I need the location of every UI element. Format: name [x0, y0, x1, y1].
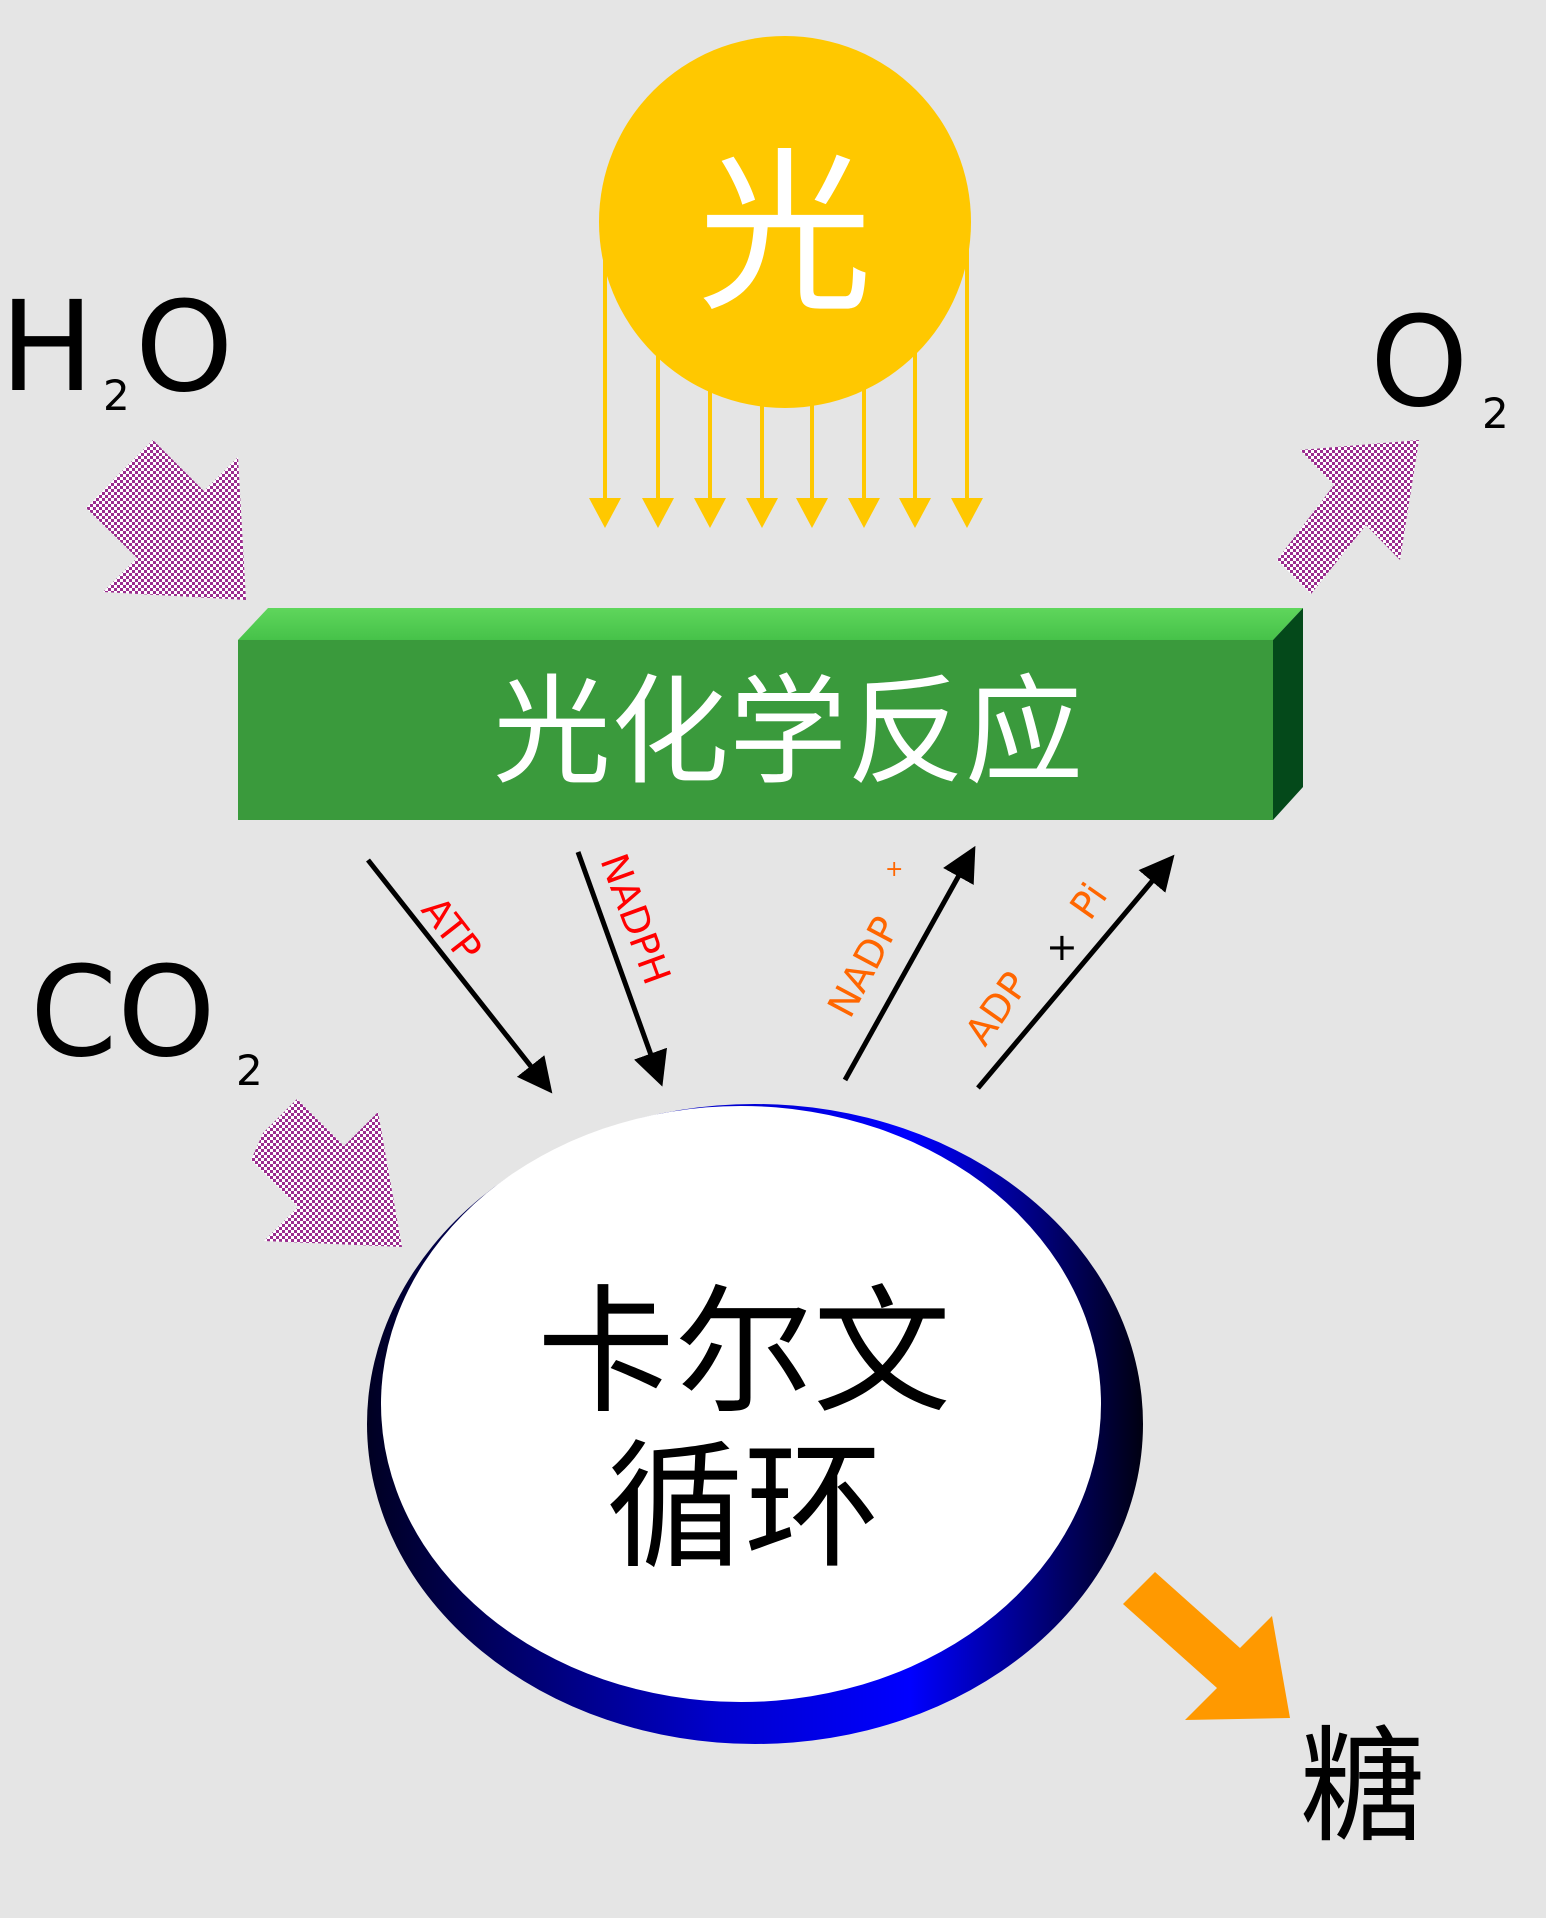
water-input-arrow [86, 440, 246, 600]
calvin-disc [381, 1106, 1101, 1702]
nadp-plus-arrow [842, 845, 976, 1082]
flow-arrows [366, 845, 1175, 1094]
nadp-plus-superscript: + [885, 857, 903, 882]
oxygen-output-arrow [1277, 440, 1419, 594]
water-label: H 2 O [0, 275, 233, 420]
sun-label: 光 [698, 134, 873, 337]
photochem-box-side [1273, 608, 1303, 820]
adp-label: ADP [956, 964, 1037, 1053]
oxygen-o: O [1370, 290, 1468, 435]
co2-subscript: 2 [236, 1046, 263, 1095]
water-subscript: 2 [103, 371, 130, 420]
adp-pi-arrow [976, 854, 1175, 1090]
sun-circle [599, 36, 971, 408]
sugar-output-arrow [1123, 1572, 1290, 1720]
co2-input-arrow [251, 1099, 402, 1247]
water-h: H [0, 275, 94, 420]
sugar-label: 糖 [1300, 1715, 1425, 1860]
adp-plus-sign: + [1046, 925, 1078, 969]
nadph-arrow [575, 851, 667, 1087]
atp-arrow [366, 858, 553, 1094]
atp-label: ATP [413, 888, 490, 970]
photochem-box: 光化学反应 [238, 608, 1303, 820]
calvin-label-line1: 卡尔文 [537, 1272, 951, 1433]
nadp-plus-label: NADP [819, 909, 908, 1024]
photochem-label: 光化学反应 [493, 663, 1083, 801]
sun-group: 光 [589, 36, 983, 528]
co2-label: CO 2 [30, 940, 263, 1095]
water-o: O [135, 275, 233, 420]
oxygen-label: O 2 [1370, 290, 1509, 438]
photochem-box-front [238, 640, 1273, 820]
oxygen-subscript: 2 [1482, 389, 1509, 438]
photochem-box-top [238, 608, 1303, 640]
pi-label: Pi [1061, 875, 1116, 927]
calvin-cycle: 卡尔文 循环 [367, 1104, 1143, 1744]
co2-main: CO [30, 940, 216, 1085]
calvin-label-line2: 循环 [606, 1427, 882, 1588]
